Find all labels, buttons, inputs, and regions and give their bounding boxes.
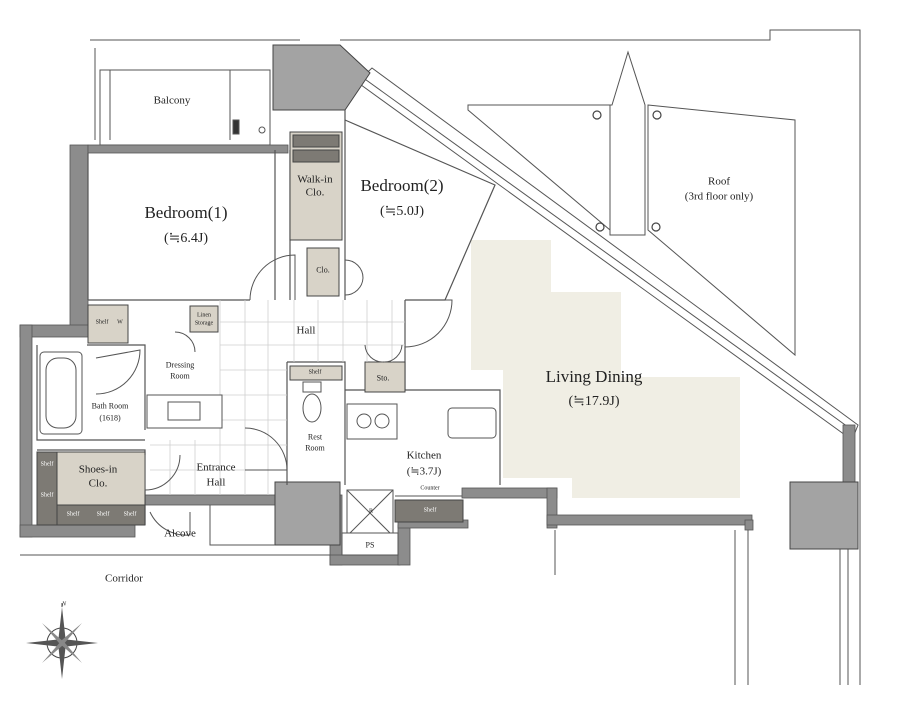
shoes-shelf-bottom2: Shelf <box>96 511 110 518</box>
building-outline <box>20 29 861 685</box>
shoes-shelf-left1: Shelf <box>40 461 54 468</box>
dressing-room-line1: Dressing <box>165 360 195 370</box>
walkin-closet-line2: Clo. <box>305 186 325 199</box>
roof-line2: (3rd floor only) <box>684 190 754 203</box>
hall-tiles <box>150 300 405 495</box>
storage-label: Sto. <box>376 373 390 383</box>
shoes-shelf-bottom1: Shelf <box>66 511 80 518</box>
bedroom1-size: (≒6.4J) <box>163 230 209 246</box>
bathtub <box>39 351 83 435</box>
shoes-closet-line2: Clo. <box>88 477 108 490</box>
bedroom2-size: (≒5.0J) <box>379 203 425 219</box>
washer-label: W <box>117 319 123 326</box>
kitchen-shelf-label: Shelf <box>423 507 437 514</box>
bedroom2-name: Bedroom(2) <box>360 176 444 196</box>
shelf-label-bath: Shelf <box>95 319 109 326</box>
restroom-line2: Room <box>305 443 325 453</box>
kitchen-name: Kitchen <box>406 449 442 462</box>
shoes-closet-line1: Shoes-in <box>78 463 118 476</box>
entrance-hall-line2: Hall <box>206 476 226 489</box>
vanity <box>146 394 223 429</box>
restroom-shelf-label: Shelf <box>308 369 322 376</box>
dressing-room-line2: Room <box>170 371 190 381</box>
refrigerator-label: R <box>368 508 374 515</box>
doors <box>95 254 453 546</box>
closet-label: Clo. <box>316 265 330 275</box>
linen-storage-line1: Linen <box>197 312 211 319</box>
living-dining-name: Living Dining <box>545 367 643 387</box>
walkin-closet-line1: Walk-in <box>297 173 333 186</box>
hall-label: Hall <box>296 324 316 337</box>
compass-rose <box>26 603 98 679</box>
perimeter-walls <box>19 144 856 566</box>
kitchen-size: (≒3.7J) <box>406 465 442 478</box>
pipe-space-label: PS <box>365 540 375 550</box>
shoes-shelf-left2: Shelf <box>40 492 54 499</box>
bedroom1-name: Bedroom(1) <box>144 203 228 223</box>
compass-north-label: N <box>61 601 67 608</box>
corridor-label: Corridor <box>105 572 143 585</box>
balcony-structure <box>99 69 271 146</box>
living-area-shade <box>471 240 740 498</box>
kitchen-fixtures <box>341 403 497 556</box>
counter-label: Counter <box>420 485 440 492</box>
storage-fills <box>36 131 464 526</box>
shoes-shelf-bottom3: Shelf <box>123 511 137 518</box>
roof-drain-marks <box>592 110 662 232</box>
roof-line1: Roof <box>708 175 730 188</box>
alcove-label: Alcove <box>164 527 196 540</box>
columns <box>272 44 859 550</box>
bathroom-line1: Bath Room <box>91 401 129 411</box>
living-dining-size: (≒17.9J) <box>568 393 620 409</box>
restroom-line1: Rest <box>307 432 323 442</box>
bathroom-line2: (1618) <box>99 413 121 423</box>
entrance-hall-line1: Entrance <box>196 461 236 474</box>
roof-area <box>467 50 796 357</box>
linen-storage-line2: Storage <box>194 320 214 327</box>
balcony-label: Balcony <box>153 94 191 107</box>
toilet <box>302 381 322 423</box>
interior-walls <box>36 110 501 525</box>
